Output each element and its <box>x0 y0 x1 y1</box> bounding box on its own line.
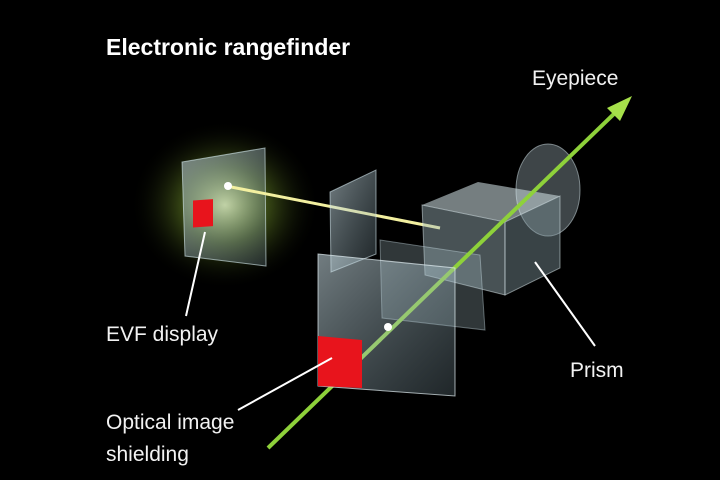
prism-side <box>504 195 561 296</box>
label-shielding-line1: Optical image <box>106 411 235 434</box>
sparkle <box>384 323 392 331</box>
label-prism: Prism <box>570 359 624 382</box>
evf-red-area <box>193 199 213 228</box>
shield-red-area <box>318 336 362 388</box>
evf-leader-line <box>185 231 206 317</box>
sparkle <box>224 182 232 190</box>
label-evf-display: EVF display <box>106 323 219 346</box>
half-mirror-pane <box>329 169 377 273</box>
diagram-title: Electronic rangefinder <box>106 34 351 60</box>
prism-leader-line <box>534 261 596 347</box>
label-eyepiece: Eyepiece <box>532 67 619 90</box>
shielding-leader-line <box>237 357 333 411</box>
label-shielding-line2: shielding <box>106 443 189 466</box>
optical-path-arrowhead <box>607 96 632 121</box>
